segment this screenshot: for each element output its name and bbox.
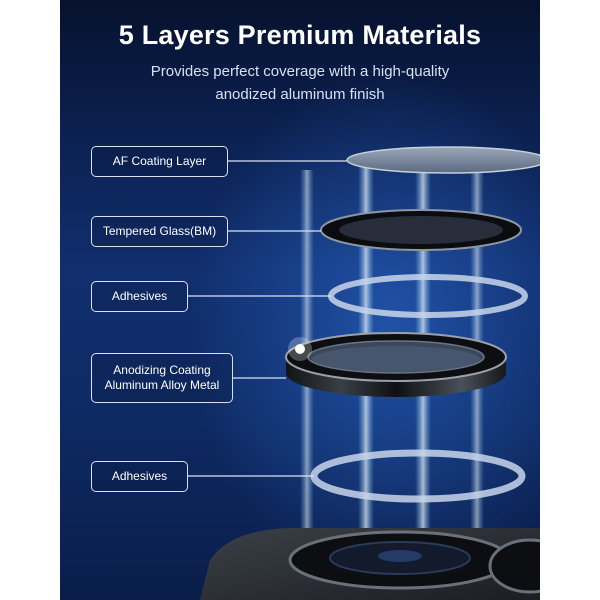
layer-aluminum-ring — [285, 332, 507, 397]
label-aluminum-alloy-line-2: Aluminum Alloy Metal — [104, 378, 220, 392]
label-adhesives-top: Adhesives — [91, 281, 188, 312]
label-adhesives-top-text: Adhesives — [111, 289, 168, 303]
label-tempered-glass: Tempered Glass(BM) — [91, 216, 228, 247]
label-aluminum-alloy: Anodizing Coating Aluminum Alloy Metal — [91, 353, 233, 403]
layer-tempered-glass — [320, 209, 522, 251]
layer-stack-illustration — [188, 70, 540, 600]
product-infographic: 5 Layers Premium Materials Provides perf… — [60, 0, 540, 600]
page-subtitle: Provides perfect coverage with a high-qu… — [130, 60, 470, 106]
label-af-coating: AF Coating Layer — [91, 146, 228, 177]
subtitle-line-1: Provides perfect coverage with a high-qu… — [150, 63, 450, 80]
label-tempered-glass-text: Tempered Glass(BM) — [102, 224, 217, 238]
page-title: 5 Layers Premium Materials — [118, 20, 482, 50]
label-af-coating-text: AF Coating Layer — [112, 154, 207, 168]
label-aluminum-alloy-line-1: Anodizing Coating — [113, 363, 211, 377]
subtitle-line-2: anodized aluminum finish — [215, 86, 385, 103]
phone-camera-module — [200, 528, 540, 600]
label-adhesives-bottom-text: Adhesives — [111, 469, 168, 483]
label-adhesives-bottom: Adhesives — [91, 461, 188, 492]
layer-af-coating — [346, 146, 540, 174]
connector-lines — [188, 160, 347, 477]
